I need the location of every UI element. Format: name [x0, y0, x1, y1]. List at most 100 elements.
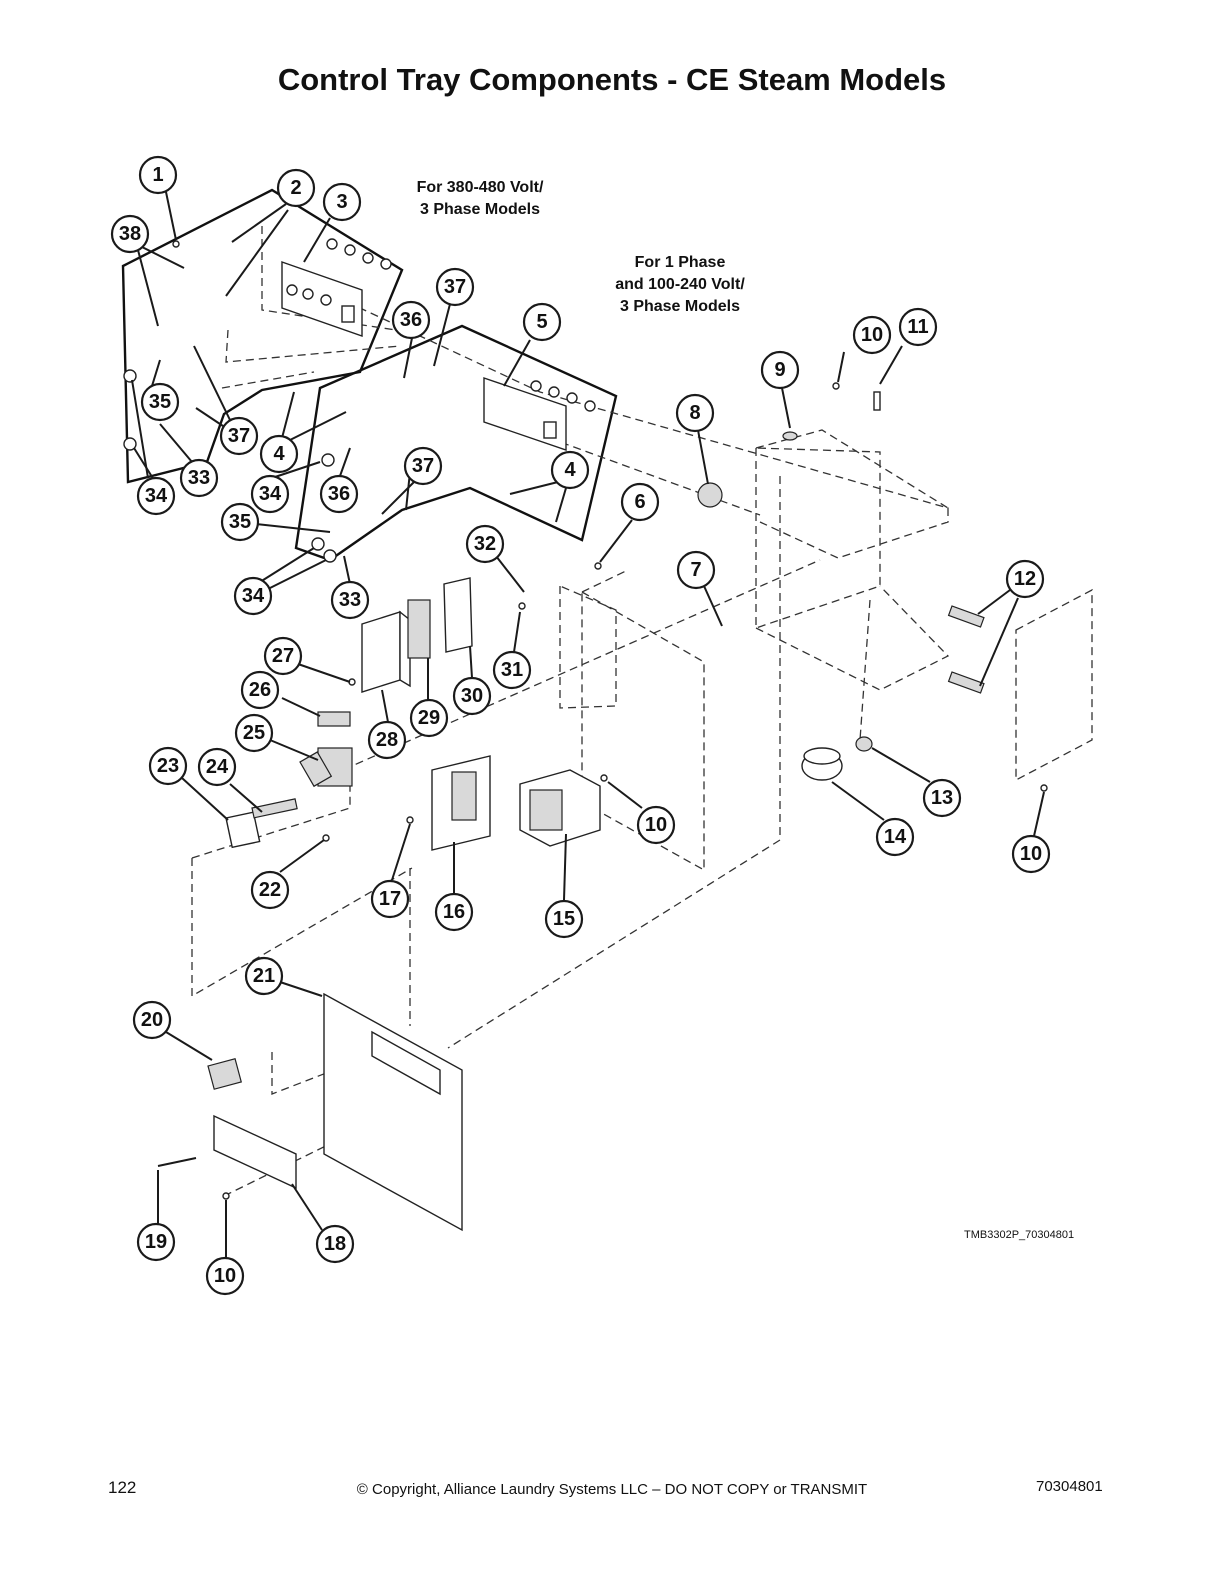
svg-text:33: 33 [188, 467, 210, 489]
callout-4: 4 [550, 450, 590, 490]
svg-text:10: 10 [1020, 843, 1042, 865]
svg-text:34: 34 [242, 585, 265, 607]
svg-text:17: 17 [379, 888, 401, 910]
page-title: Control Tray Components - CE Steam Model… [277, 62, 947, 97]
callout-17: 17 [370, 879, 410, 919]
callout-33: 33 [330, 580, 370, 620]
leader-lines [131, 191, 1045, 1258]
svg-text:28: 28 [376, 729, 398, 751]
callout-37: 37 [403, 446, 443, 486]
callout-10: 10 [636, 805, 676, 845]
callout-35: 35 [220, 502, 260, 542]
callout-27: 27 [263, 636, 303, 676]
callout-5: 5 [522, 302, 562, 342]
callout-16: 16 [434, 892, 474, 932]
callout-30: 30 [452, 676, 492, 716]
svg-text:5: 5 [536, 311, 547, 333]
svg-text:30: 30 [461, 685, 483, 707]
callout-37: 37 [219, 416, 259, 456]
svg-text:35: 35 [229, 511, 251, 533]
svg-text:6: 6 [634, 491, 645, 513]
svg-text:35: 35 [149, 391, 171, 413]
svg-text:19: 19 [145, 1231, 167, 1253]
callout-36: 36 [319, 474, 359, 514]
svg-text:22: 22 [259, 879, 281, 901]
callout-24: 24 [197, 747, 237, 787]
callout-32: 32 [465, 524, 505, 564]
callout-31: 31 [492, 650, 532, 690]
callout-23: 23 [148, 746, 188, 786]
svg-text:24: 24 [206, 756, 229, 778]
page-number: 122 [108, 1478, 137, 1497]
svg-text:7: 7 [690, 559, 701, 581]
bracket-1-phase [294, 324, 618, 562]
note-1-phase: For 1 Phase and 100-240 Volt/ 3 Phase Mo… [615, 254, 745, 315]
svg-text:23: 23 [157, 755, 179, 777]
callout-12: 12 [1005, 559, 1045, 599]
callout-7: 7 [676, 550, 716, 590]
callout-21: 21 [244, 956, 284, 996]
document-number: 70304801 [1036, 1478, 1103, 1495]
callout-28: 28 [367, 720, 407, 760]
svg-text:11: 11 [907, 316, 928, 338]
svg-text:36: 36 [328, 483, 350, 505]
bracket-380-480v [121, 188, 404, 484]
svg-text:29: 29 [418, 707, 440, 729]
svg-text:4: 4 [273, 443, 285, 465]
callout-22: 22 [250, 870, 290, 910]
callout-25: 25 [234, 713, 274, 753]
callout-37: 37 [435, 267, 475, 307]
svg-text:34: 34 [259, 483, 282, 505]
callout-26: 26 [240, 670, 280, 710]
callout-20: 20 [132, 1000, 172, 1040]
svg-text:3: 3 [336, 191, 347, 213]
callout-34: 34 [233, 576, 273, 616]
callout-29: 29 [409, 698, 449, 738]
svg-text:10: 10 [214, 1265, 236, 1287]
svg-text:10: 10 [645, 814, 667, 836]
svg-text:14: 14 [884, 826, 907, 848]
svg-text:27: 27 [272, 645, 294, 667]
callout-15: 15 [544, 899, 584, 939]
svg-text:37: 37 [444, 276, 466, 298]
svg-text:37: 37 [228, 425, 250, 447]
svg-text:33: 33 [339, 589, 361, 611]
callout-11: 11 [898, 307, 938, 347]
callout-14: 14 [875, 817, 915, 857]
svg-text:37: 37 [412, 455, 434, 477]
callout-10: 10 [852, 315, 892, 355]
callout-1: 1 [138, 155, 178, 195]
svg-text:8: 8 [689, 402, 700, 424]
svg-text:13: 13 [931, 787, 953, 809]
callout-33: 33 [179, 458, 219, 498]
callout-34: 34 [250, 474, 290, 514]
svg-text:31: 31 [501, 659, 523, 681]
callout-4: 4 [259, 434, 299, 474]
callout-18: 18 [315, 1224, 355, 1264]
callout-10: 10 [205, 1256, 245, 1296]
svg-text:38: 38 [119, 223, 141, 245]
svg-text:1: 1 [152, 164, 163, 186]
callout-6: 6 [620, 482, 660, 522]
svg-text:21: 21 [253, 965, 275, 987]
callout-8: 8 [675, 393, 715, 433]
callout-34: 34 [136, 476, 176, 516]
callout-10: 10 [1011, 834, 1051, 874]
svg-text:4: 4 [564, 459, 576, 481]
svg-text:36: 36 [400, 309, 422, 331]
svg-text:9: 9 [774, 359, 785, 381]
svg-text:32: 32 [474, 533, 496, 555]
svg-text:20: 20 [141, 1009, 163, 1031]
svg-text:25: 25 [243, 722, 265, 744]
svg-text:26: 26 [249, 679, 271, 701]
copyright-notice: © Copyright, Alliance Laundry Systems LL… [356, 1481, 868, 1498]
callout-19: 19 [136, 1222, 176, 1262]
svg-text:10: 10 [861, 324, 883, 346]
callout-35: 35 [140, 382, 180, 422]
svg-text:18: 18 [324, 1233, 346, 1255]
callout-38: 38 [110, 214, 150, 254]
svg-text:34: 34 [145, 485, 168, 507]
callout-9: 9 [760, 350, 800, 390]
callout-3: 3 [322, 182, 362, 222]
